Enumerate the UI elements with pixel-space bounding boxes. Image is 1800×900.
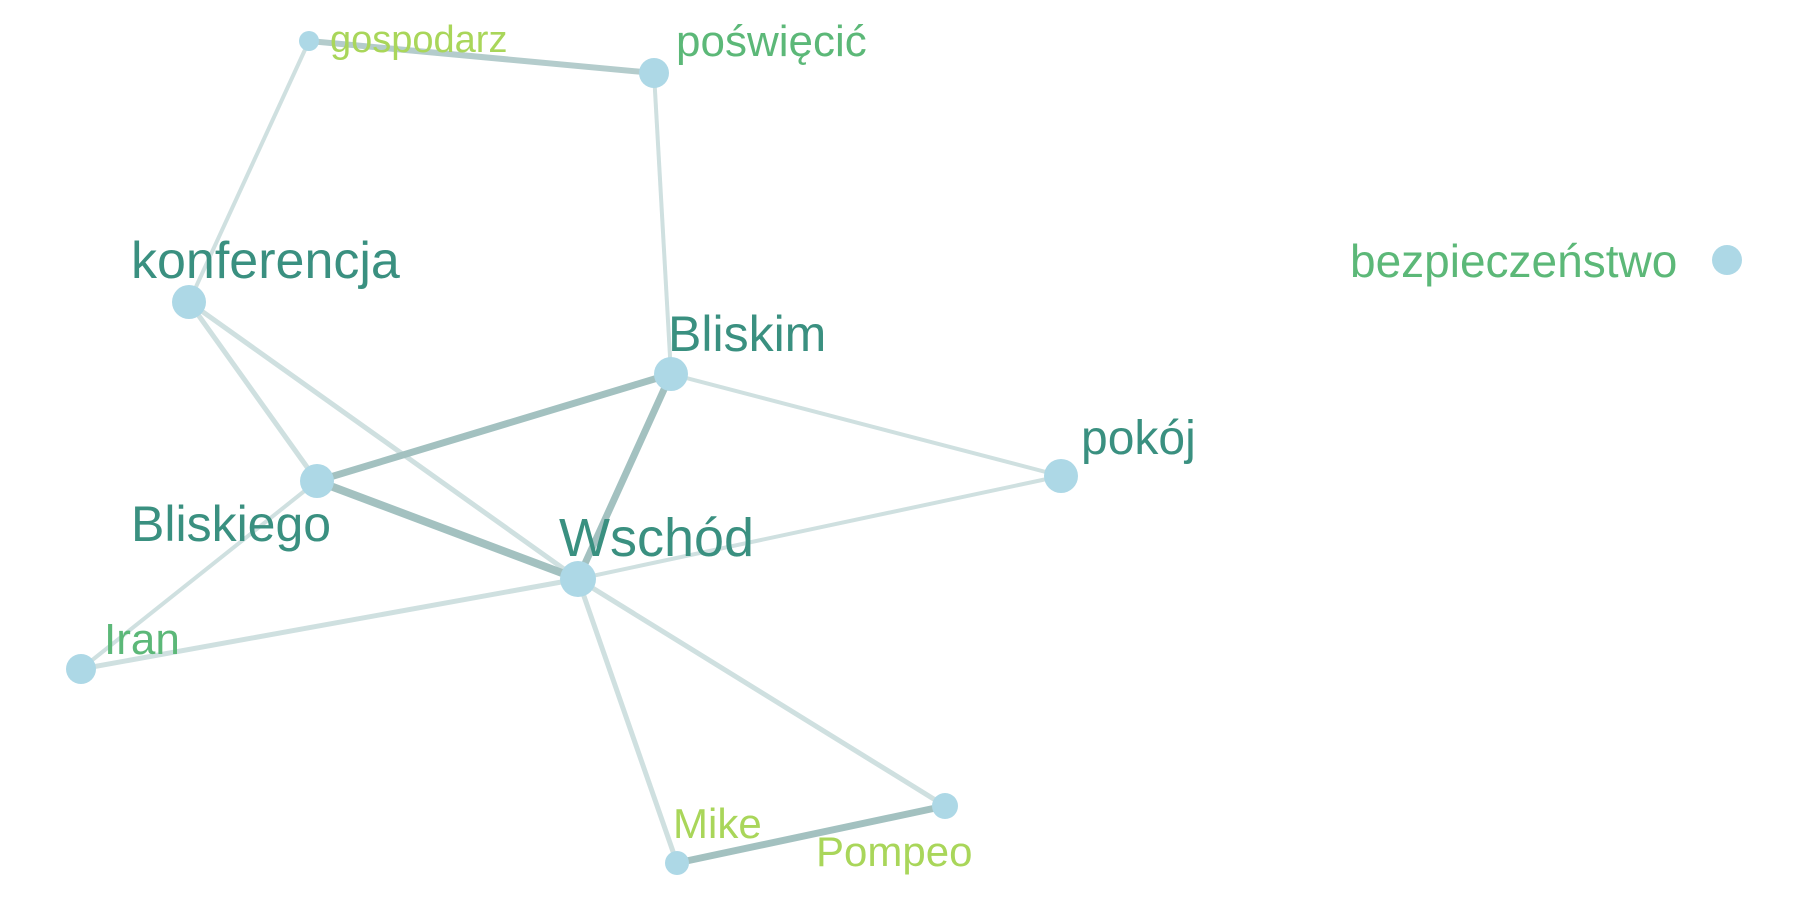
node-pompeo[interactable] xyxy=(932,793,958,819)
edge-wschod-pokoj xyxy=(577,474,1062,581)
node-label-bliskiego: Bliskiego xyxy=(131,496,331,552)
node-konferencja[interactable] xyxy=(172,285,206,319)
edge-bliskim-bliskiego xyxy=(315,370,673,485)
node-label-iran: Iran xyxy=(104,615,180,664)
edge-bliskim-wschod xyxy=(574,372,675,581)
edge-wschod-iran xyxy=(80,576,579,672)
node-pokoj[interactable] xyxy=(1044,459,1078,493)
node-label-wschod: Wschód xyxy=(559,508,754,568)
node-bezpieczenstwo[interactable] xyxy=(1712,245,1742,275)
edge-gospodarz-konferencja xyxy=(187,40,311,303)
node-label-bliskim: Bliskim xyxy=(668,306,826,362)
node-label-mike: Mike xyxy=(673,800,762,847)
node-label-poswiecic: poświęcić xyxy=(676,17,867,66)
node-mike[interactable] xyxy=(665,851,689,875)
node-bliskim[interactable] xyxy=(654,357,688,391)
node-label-pompeo: Pompeo xyxy=(816,828,972,875)
node-wschod[interactable] xyxy=(560,561,596,597)
edge-wschod-mike xyxy=(575,578,680,864)
edges-layer xyxy=(79,38,1062,867)
edge-gospodarz-poswiecic xyxy=(308,38,655,76)
labels-layer: gospodarz poświęcić konferencja bezpieczeńs… xyxy=(104,17,1677,875)
edge-mike-pompeo xyxy=(676,802,946,867)
edge-bliskim-pokoj xyxy=(670,372,1062,478)
nodes-layer xyxy=(66,31,1742,875)
edge-poswiecic-bliskim xyxy=(652,72,673,375)
node-gospodarz[interactable] xyxy=(299,31,319,51)
node-label-pokoj: pokój xyxy=(1081,412,1196,465)
edge-wschod-pompeo xyxy=(576,576,947,809)
node-label-gospodarz: gospodarz xyxy=(330,19,507,61)
edge-bliskiego-wschod xyxy=(315,477,580,583)
node-iran[interactable] xyxy=(66,654,96,684)
node-bliskiego[interactable] xyxy=(300,464,334,498)
node-poswiecic[interactable] xyxy=(639,58,669,88)
node-label-bezpieczenstwo: bezpieczeństwo xyxy=(1350,235,1677,287)
node-label-konferencja: konferencja xyxy=(131,232,400,290)
edge-konferencja-bliskiego xyxy=(186,300,320,483)
edge-bliskiego-iran xyxy=(79,479,319,671)
edge-konferencja-wschod xyxy=(187,299,580,582)
